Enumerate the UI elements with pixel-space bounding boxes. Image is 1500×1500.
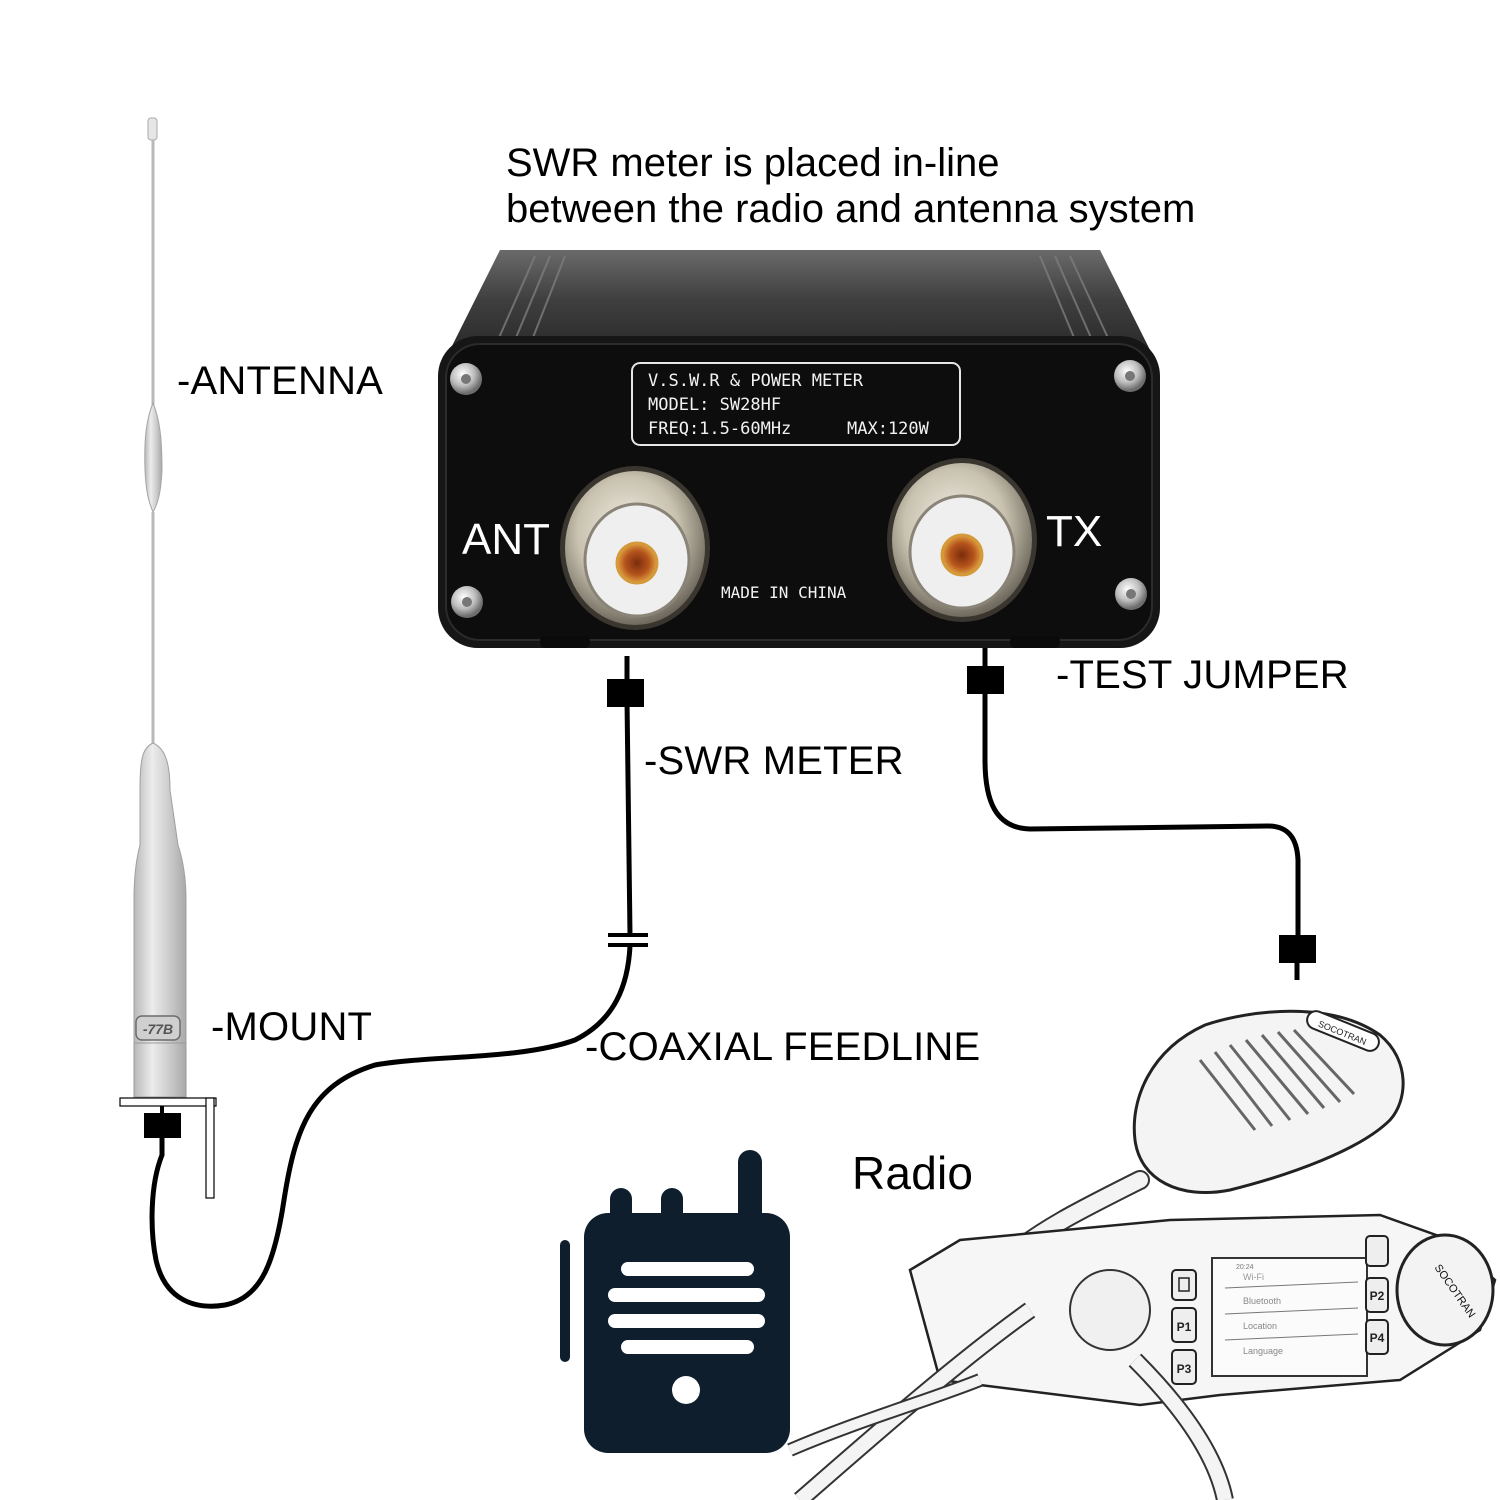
antenna-label: -ANTENNA — [177, 359, 384, 403]
panel-model: MODEL: SW28HF — [648, 395, 781, 415]
screw-icon — [1114, 360, 1146, 392]
screen-item-bluetooth: Bluetooth — [1243, 1296, 1281, 1306]
antenna-base — [133, 742, 187, 1061]
antenna-collar — [133, 1042, 187, 1098]
svg-text:P2: P2 — [1370, 1289, 1385, 1303]
diagram-title: SWR meter is placed in-line between the … — [506, 140, 1195, 232]
ant-port-plug — [607, 679, 644, 707]
radio-screen — [1211, 1257, 1368, 1377]
antenna-tip — [147, 117, 158, 141]
mobile-radio-sketch: SOCOTRAN SOCOTRAN 20:24 Wi-Fi Bluetooth … — [787, 1009, 1497, 1500]
title-line-1: SWR meter is placed in-line — [506, 141, 1000, 185]
volume-knob — [1069, 1269, 1151, 1351]
swr-meter-label: -SWR METER — [644, 739, 904, 783]
device-housing-top — [450, 250, 1150, 350]
channel-knob — [1395, 1233, 1495, 1347]
mount-label: -MOUNT — [211, 1005, 373, 1049]
coaxial-feedline-label: -COAXIAL FEEDLINE — [585, 1025, 981, 1069]
svg-text:P1: P1 — [1177, 1320, 1192, 1334]
screw-icon — [451, 586, 483, 618]
ant-so239-connector[interactable] — [560, 466, 710, 630]
spec-label-box — [631, 362, 961, 446]
panel-max-power: MAX:120W — [847, 419, 930, 439]
tx-port-plug — [967, 666, 1004, 694]
radio-button-p2[interactable]: P2 — [1365, 1277, 1389, 1313]
panel-freq: FREQ:1.5-60MHz — [648, 419, 791, 439]
tx-port-label: TX — [1046, 507, 1102, 556]
svg-text:P3: P3 — [1177, 1362, 1192, 1376]
origin-label: MADE IN CHINA — [721, 583, 847, 602]
swr-meter-device: V.S.W.R & POWER METER MODEL: SW28HF FREQ… — [438, 250, 1160, 648]
title-line-2: between the radio and antenna system — [506, 187, 1196, 231]
svg-text:P4: P4 — [1370, 1331, 1385, 1345]
coaxial-feedline-cable — [149, 943, 633, 1309]
walkie-talkie-icon — [560, 1150, 790, 1453]
screw-icon — [1115, 578, 1147, 610]
antenna-model-text: -77B — [143, 1021, 173, 1037]
screen-time: 20:24 — [1236, 1264, 1254, 1271]
radio-side-plug — [1279, 935, 1316, 963]
radio-button-p4[interactable]: P4 — [1365, 1319, 1389, 1355]
screen-item-wifi: Wi-Fi — [1243, 1272, 1264, 1282]
radio-button-back[interactable] — [1365, 1235, 1389, 1267]
mount-connector — [144, 1113, 181, 1138]
test-jumper-label: -TEST JUMPER — [1056, 653, 1349, 697]
radio-button-p1[interactable]: P1 — [1171, 1307, 1197, 1343]
swr-meter-lead — [624, 699, 633, 936]
ant-port-label: ANT — [462, 515, 550, 564]
mount-bracket — [119, 1097, 217, 1199]
screw-icon — [450, 363, 482, 395]
radio-button-menu[interactable] — [1171, 1269, 1197, 1301]
radio-button-p3[interactable]: P3 — [1171, 1349, 1197, 1385]
antenna: -77B — [133, 117, 187, 1098]
hand-microphone: SOCOTRAN — [995, 1009, 1405, 1270]
test-jumper-cable — [982, 694, 1301, 935]
panel-title: V.S.W.R & POWER METER — [648, 371, 864, 391]
screen-item-location: Location — [1243, 1321, 1277, 1331]
tx-so239-connector[interactable] — [887, 458, 1037, 622]
antenna-loading-coil — [144, 401, 163, 514]
antenna-model-tag — [135, 1015, 181, 1041]
radio-label: Radio — [852, 1147, 974, 1199]
screen-item-language: Language — [1243, 1346, 1283, 1356]
